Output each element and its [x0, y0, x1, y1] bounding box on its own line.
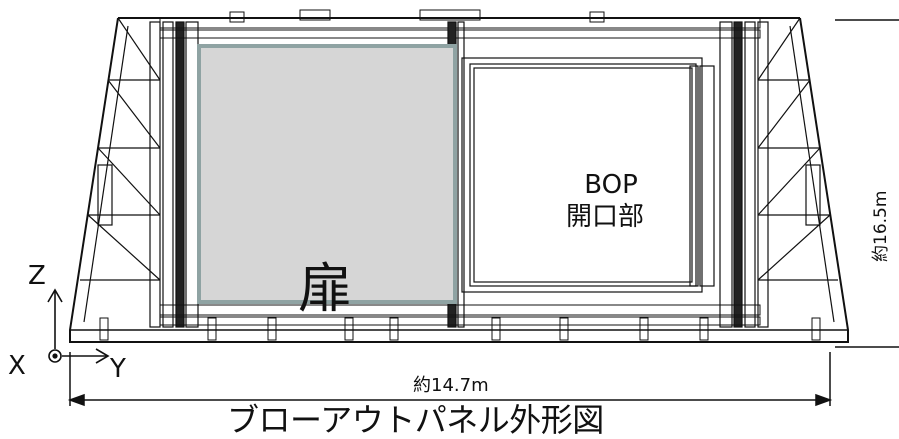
bop-opening-frame: [461, 57, 715, 293]
width-dimension-label: 約14.7m: [413, 375, 489, 396]
top-beam: [159, 9, 761, 39]
height-dimension-label: 約16.5m: [871, 190, 891, 262]
bop-label-line1: BOP: [584, 170, 638, 200]
bottom-beam: [99, 304, 821, 341]
figure-caption: ブローアウトパネル外形図: [227, 401, 604, 439]
axis-indicator: [47, 288, 110, 364]
axis-z-label: Z: [28, 261, 46, 291]
axis-x-label: X: [8, 351, 26, 381]
bop-opening-label: BOP 開口部: [566, 170, 644, 230]
right-truss: [719, 17, 838, 328]
width-dimension: [67, 352, 833, 407]
door-panel: [197, 44, 457, 304]
axis-y-label: Y: [110, 354, 126, 384]
door-label: 扉: [298, 257, 352, 320]
bop-label-line2: 開口部: [566, 202, 645, 232]
left-truss: [80, 17, 199, 328]
outer-frame: [69, 17, 849, 343]
height-dimension: [835, 19, 899, 348]
